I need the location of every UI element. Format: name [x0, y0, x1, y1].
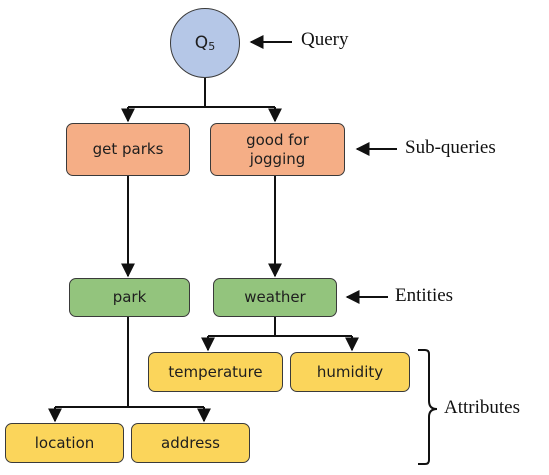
label-sub-queries: Sub-queries [405, 137, 496, 158]
label-query: Query [301, 29, 349, 50]
attribute-humidity: humidity [290, 352, 410, 392]
attribute-temperature: temperature [148, 352, 283, 392]
entity-weather: weather [213, 278, 337, 317]
query-node-subscript: 5 [208, 39, 216, 53]
entity-park: park [69, 278, 190, 317]
sub-query-get-parks: get parks [66, 123, 190, 176]
attribute-location: location [5, 423, 124, 463]
label-entities: Entities [395, 285, 454, 306]
query-node-letter: Q [194, 33, 209, 53]
attributes-brace [418, 349, 438, 465]
attribute-address: address [131, 423, 250, 463]
label-attributes: Attributes [444, 397, 520, 418]
sub-query-good-for-jogging: good for jogging [210, 123, 345, 176]
